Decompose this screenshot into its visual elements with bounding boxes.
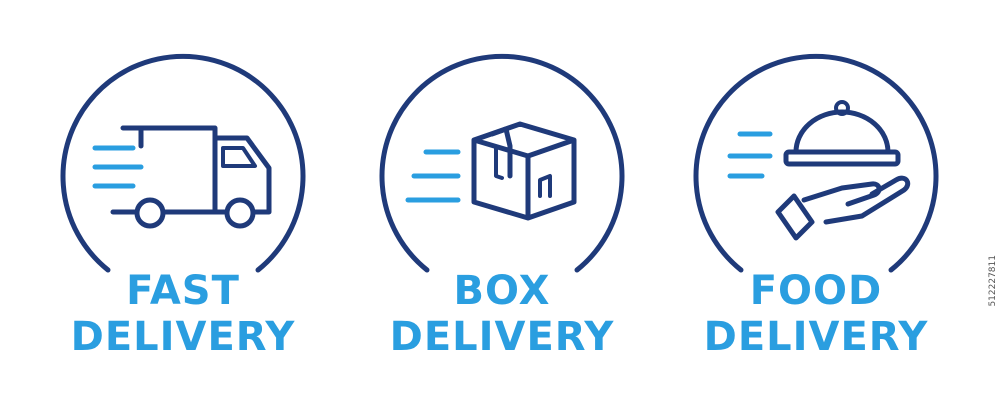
- badge-ring: [60, 53, 306, 273]
- fast-delivery-badge: FAST DELIVERY: [33, 0, 333, 404]
- serving-cloche-hand-icon: [727, 100, 911, 241]
- delivery-truck-icon: [92, 125, 272, 229]
- badge-title-line2: DELIVERY: [703, 314, 929, 360]
- badge-title-line2: DELIVERY: [70, 314, 296, 360]
- box-delivery-badge: BOX DELIVERY: [352, 0, 652, 404]
- food-delivery-badge: FOOD DELIVERY: [666, 0, 966, 404]
- package-box-icon: [405, 121, 577, 221]
- badge-title-line2: DELIVERY: [389, 314, 615, 360]
- badge-title-line1: BOX: [453, 268, 551, 314]
- badge-ring: [379, 53, 625, 273]
- badge-title-line1: FAST: [126, 268, 240, 314]
- stock-id-code: 512227811: [988, 255, 998, 307]
- badge-title-line1: FOOD: [749, 268, 883, 314]
- badge-ring: [693, 53, 939, 273]
